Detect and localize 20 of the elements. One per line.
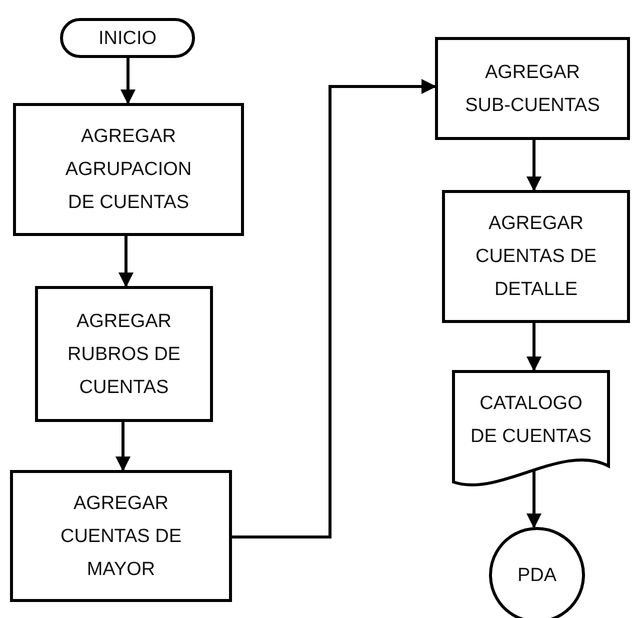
box-label: AGREGAR AGRUPACION DE CUENTAS [64, 125, 193, 215]
arrow [118, 236, 134, 288]
arrow [526, 140, 542, 192]
box-label: PDA [516, 564, 558, 588]
box-label: CATALOGO DE CUENTAS [469, 392, 593, 449]
process-box [13, 103, 244, 236]
arrow [526, 470, 542, 528]
box-label: AGREGAR CUENTAS DE DETALLE [474, 212, 598, 302]
process-box [435, 37, 630, 140]
box-label: AGREGAR SUB-CUENTAS [464, 60, 601, 118]
process-box [442, 190, 630, 323]
process-box [10, 470, 232, 602]
box-label: INICIO [97, 26, 158, 50]
arrow [120, 58, 136, 104]
arrow [116, 422, 130, 472]
box-label: AGREGAR RUBROS DE CUENTAS [66, 310, 182, 400]
box-label: AGREGAR CUENTAS DE MAYOR [59, 492, 183, 582]
process-box [35, 286, 213, 422]
arrow [232, 79, 436, 538]
arrow [526, 323, 542, 372]
